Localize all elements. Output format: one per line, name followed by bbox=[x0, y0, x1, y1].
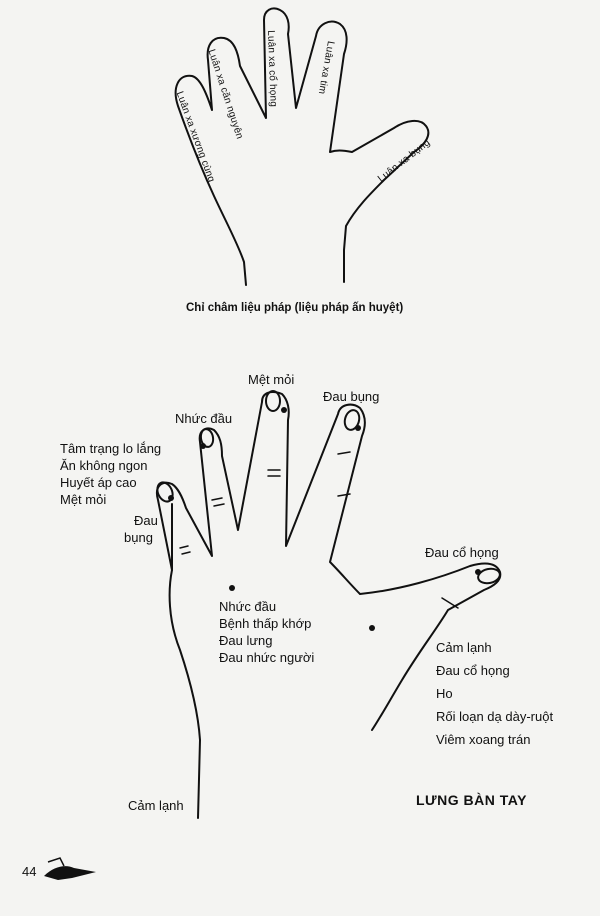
pinky-list-item: Tâm trạng lo lắng bbox=[60, 441, 162, 456]
index-nail bbox=[343, 409, 361, 431]
middle-tip-label: Mệt mỏi bbox=[248, 372, 295, 387]
thumb-web-item: Đau cổ họng bbox=[436, 663, 510, 678]
thumb-web-item: Ho bbox=[436, 686, 453, 701]
page-number: 44 bbox=[22, 864, 37, 879]
pinky-list-item: Huyết áp cao bbox=[60, 475, 137, 490]
point-thumb-tip bbox=[475, 569, 481, 575]
point-pinky-tip bbox=[168, 495, 174, 501]
thumb-web-item: Cảm lạnh bbox=[436, 640, 492, 655]
pinky-joint-line: bụng bbox=[124, 530, 153, 545]
ring-tip-label: Nhức đầu bbox=[175, 411, 233, 426]
thumb-web-item: Rối loạn dạ dày-ruột bbox=[436, 709, 554, 724]
upper-caption: Chỉ châm liệu pháp (liệu pháp ấn huyệt) bbox=[186, 302, 404, 314]
palm-point-list: Nhức đầu Bệnh thấp khớp Đau lưng Đau nhứ… bbox=[219, 598, 314, 666]
pinky-list-item: Mệt mỏi bbox=[60, 492, 107, 507]
palm-list-item: Đau lưng bbox=[219, 633, 273, 648]
pinky-nail bbox=[156, 481, 174, 503]
thumb-web-item: Viêm xoang trán bbox=[436, 732, 531, 747]
pinky-joint-label: Đau bụng bbox=[124, 512, 158, 546]
thumb-web-list: Cảm lạnh Đau cổ họng Ho Rối loạn dạ dày-… bbox=[436, 636, 553, 751]
point-ring-tip bbox=[200, 443, 206, 449]
point-middle-tip bbox=[281, 407, 287, 413]
point-index-tip bbox=[355, 425, 361, 431]
lower-title: LƯNG BÀN TAY bbox=[416, 792, 527, 808]
middle-nail bbox=[265, 390, 281, 412]
thumb-nail bbox=[477, 567, 501, 585]
palm-list-item: Đau nhức người bbox=[219, 650, 315, 665]
palm-list-item: Bệnh thấp khớp bbox=[219, 616, 312, 631]
pinky-list-item: Ăn không ngon bbox=[60, 458, 148, 473]
thumb-tip-label: Đau cổ họng bbox=[425, 545, 499, 560]
wrist-label: Cảm lạnh bbox=[128, 798, 184, 813]
knuckle-lines bbox=[179, 451, 459, 609]
pinky-joint-line: Đau bbox=[134, 513, 158, 528]
upper-hand-path bbox=[174, 7, 430, 286]
palm-list-item: Nhức đầu bbox=[219, 599, 277, 614]
pinky-list: Tâm trạng lo lắng Ăn không ngon Huyết áp… bbox=[60, 440, 161, 508]
point-thumb-web bbox=[369, 625, 375, 631]
ring-nail bbox=[199, 428, 215, 448]
index-tip-label: Đau bụng bbox=[323, 389, 380, 404]
point-palm bbox=[229, 585, 235, 591]
